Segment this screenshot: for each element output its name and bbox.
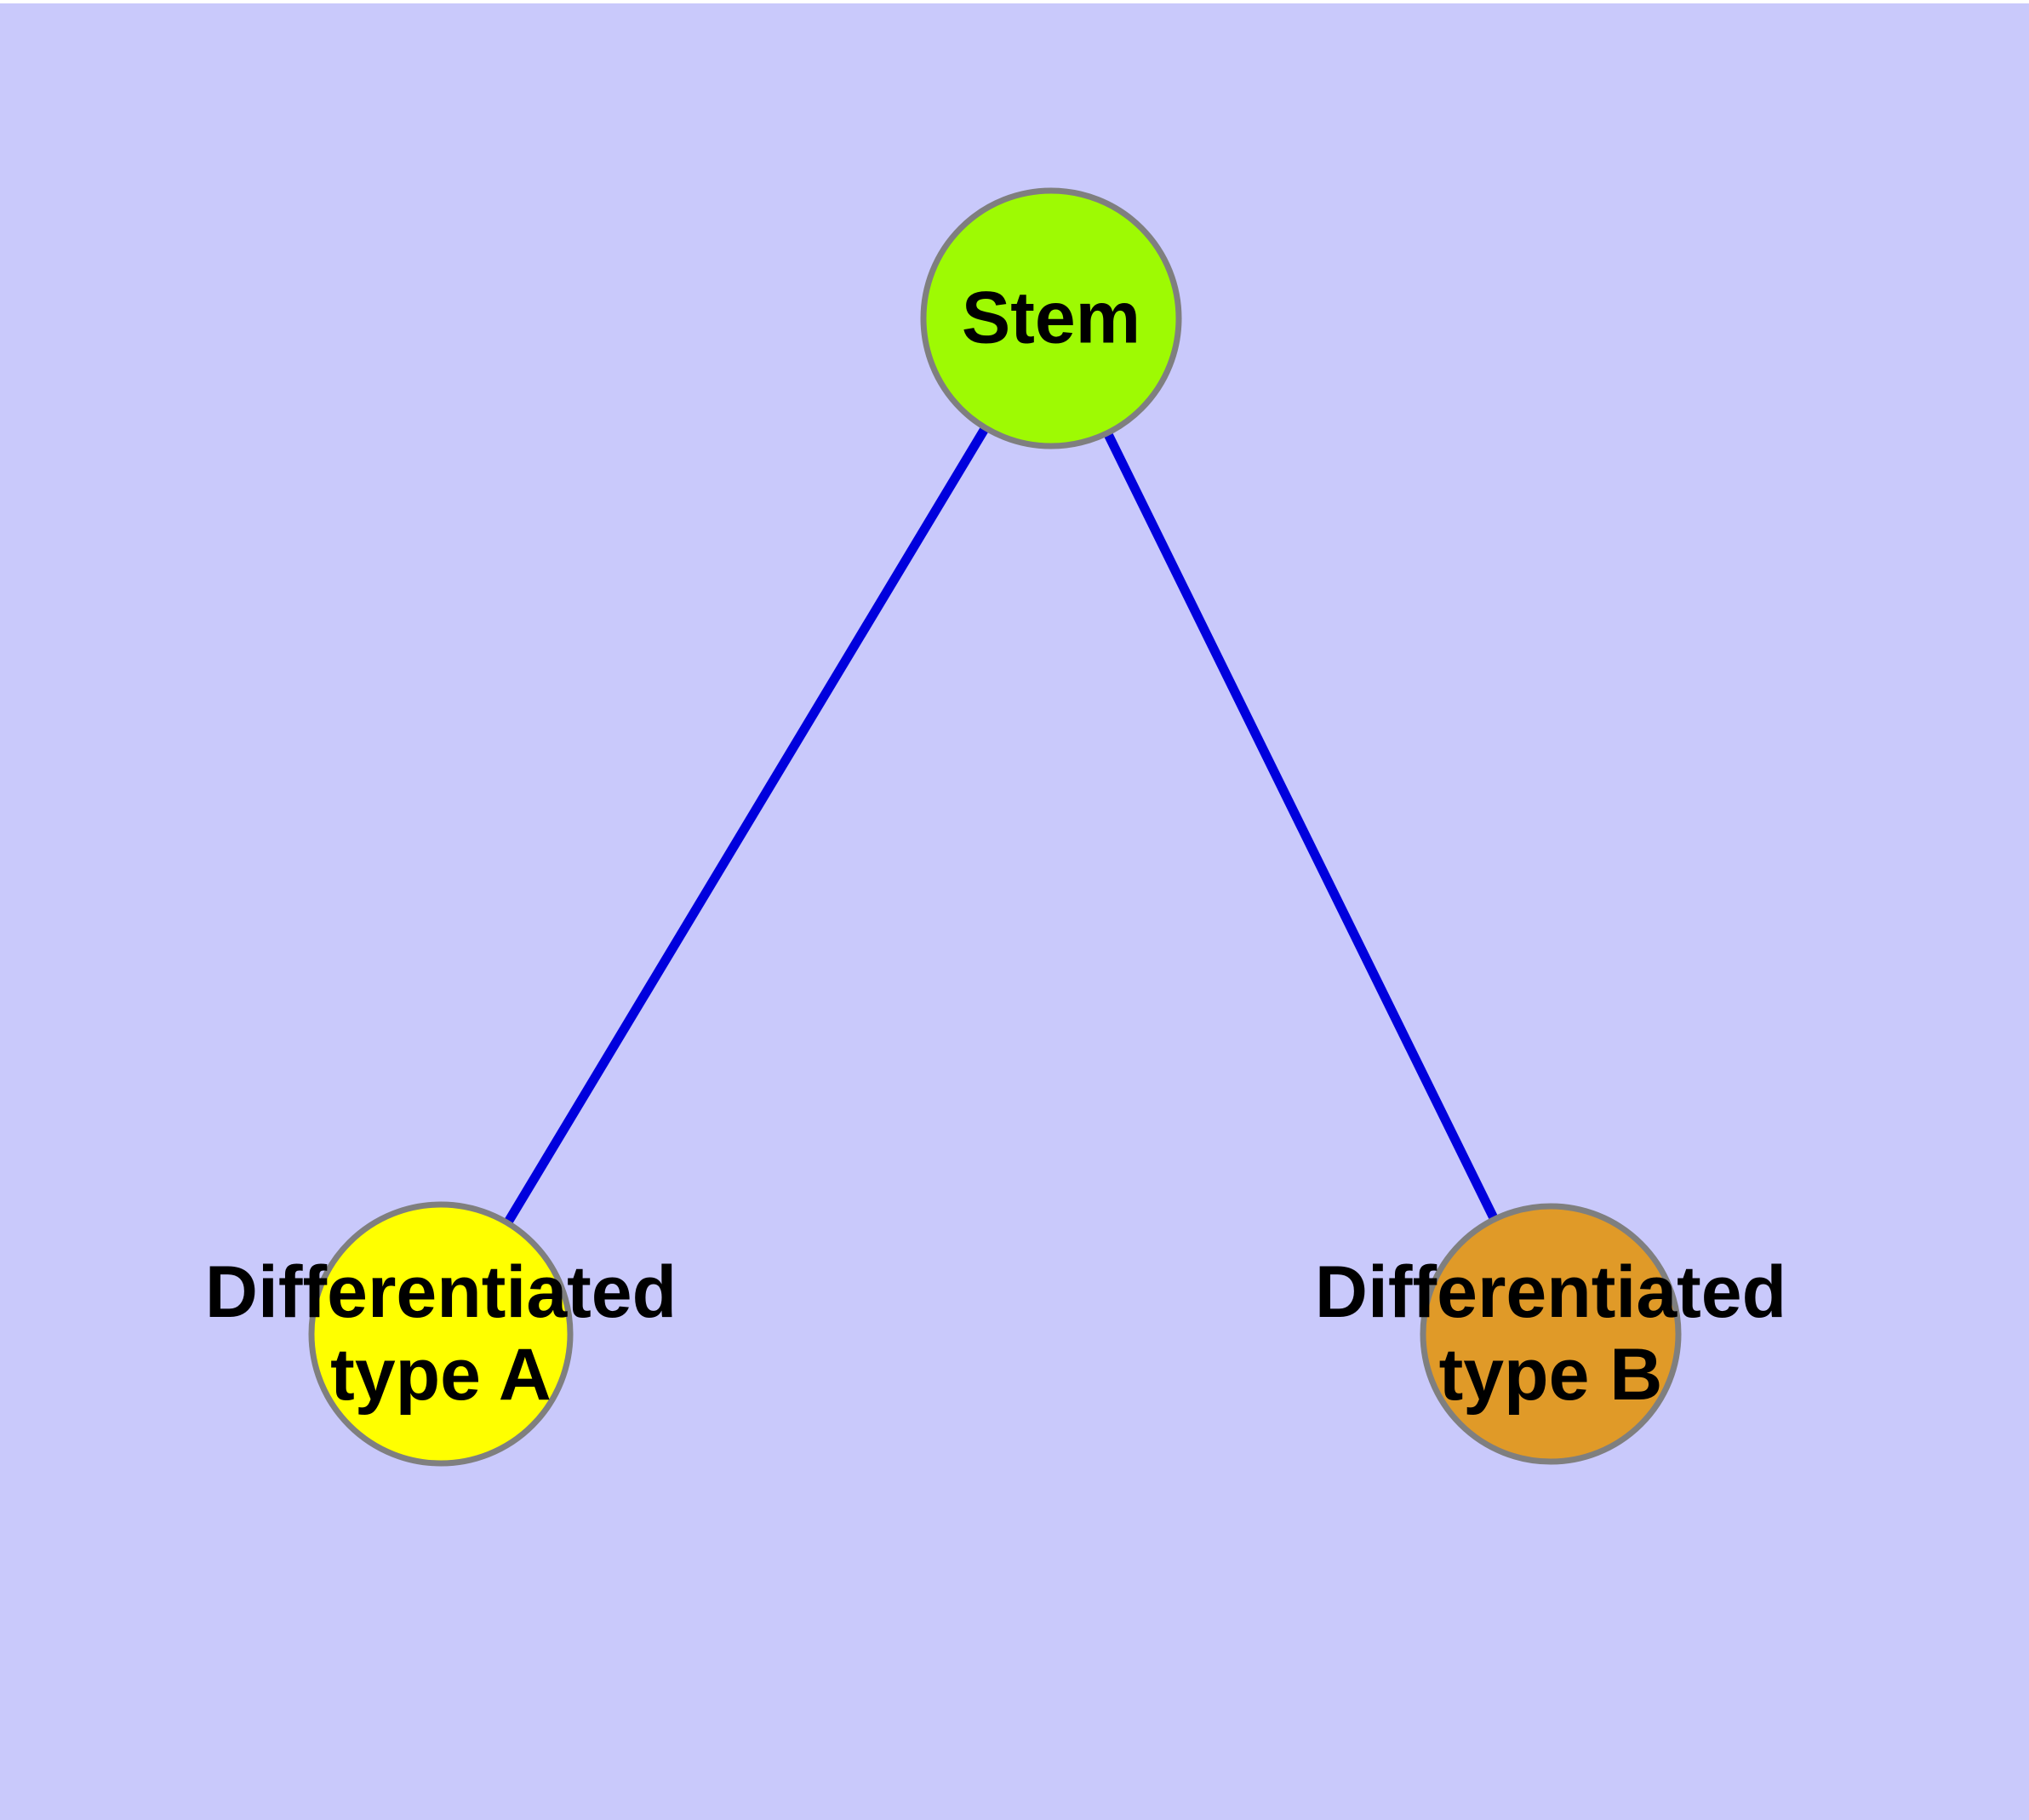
canvas-top-margin: [0, 0, 2029, 3]
node-layer: [308, 187, 1682, 1467]
graph-edge-stem-to-a[interactable]: [437, 316, 1055, 1336]
graph-node-diff-a[interactable]: [308, 1201, 574, 1467]
edge-layer: [437, 316, 1555, 1336]
graph-node-stem[interactable]: [920, 187, 1182, 449]
graph-node-diff-b[interactable]: [1420, 1203, 1682, 1465]
graph-edge-stem-to-b[interactable]: [1047, 316, 1555, 1336]
